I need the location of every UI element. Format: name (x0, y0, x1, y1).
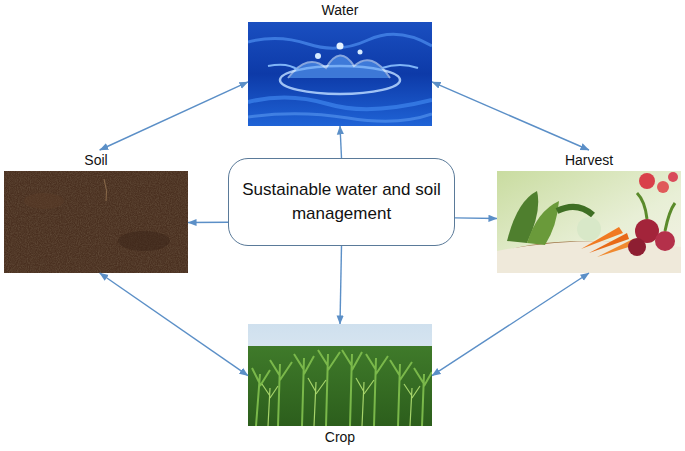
flow-arrow (432, 273, 589, 376)
flow-arrow (188, 222, 228, 224)
flow-arrow (100, 82, 248, 150)
caption-row: Crop (248, 427, 432, 447)
image-caption: Water (320, 2, 361, 18)
water-node: Water (248, 0, 432, 126)
water-photo (248, 22, 432, 126)
flow-arrow (340, 126, 342, 158)
flow-arrow (100, 273, 248, 376)
harvest-photo (497, 171, 681, 273)
image-caption: Crop (323, 429, 357, 445)
image-caption: Soil (82, 152, 109, 168)
harvest-node: Harvest (497, 150, 681, 273)
crop-photo (248, 324, 432, 426)
flow-arrow (340, 246, 342, 324)
caption-row: Soil (4, 150, 188, 170)
caption-row: Harvest (497, 150, 681, 170)
process-box: Sustainable water and soil management (228, 158, 455, 246)
image-caption: Harvest (563, 152, 615, 168)
box-label: Sustainable water and soil management (241, 178, 442, 226)
flow-arrow (432, 82, 589, 150)
flow-arrow (455, 217, 497, 219)
soil-photo (4, 171, 188, 273)
caption-row: Water (248, 0, 432, 20)
crop-node: Crop (248, 324, 432, 447)
soil-node: Soil (4, 150, 188, 273)
